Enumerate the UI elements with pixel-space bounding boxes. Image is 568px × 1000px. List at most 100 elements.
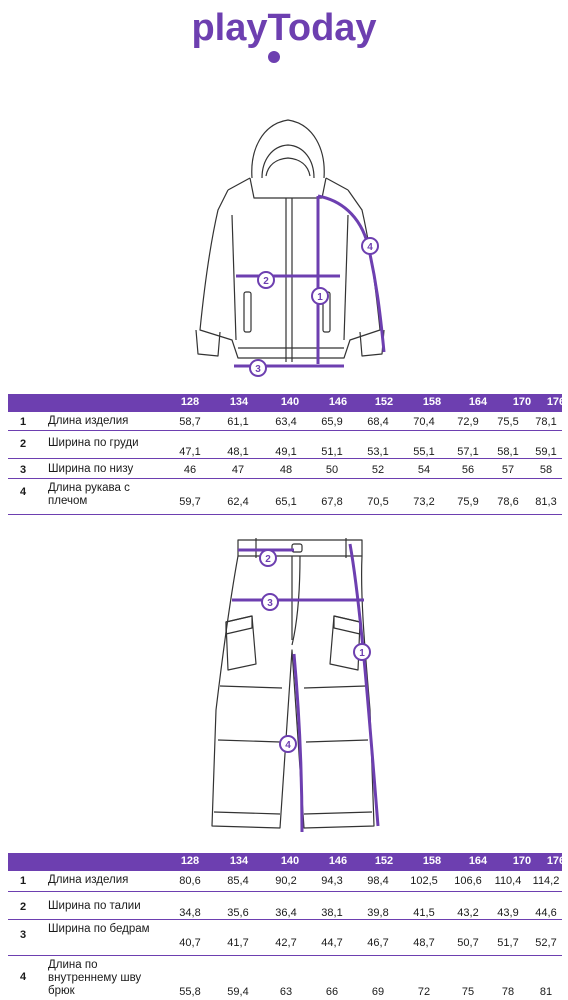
row-value: 81 bbox=[539, 986, 553, 998]
row-value: 72 bbox=[417, 986, 431, 998]
row-value: 75,5 bbox=[497, 416, 519, 428]
size-col: 164 bbox=[468, 855, 488, 867]
row-value: 35,6 bbox=[227, 907, 249, 919]
jacket-marker-3: 3 bbox=[255, 364, 261, 375]
row-value: 44,6 bbox=[535, 907, 557, 919]
size-col: 140 bbox=[280, 855, 300, 867]
row-value: 54 bbox=[417, 464, 431, 476]
row-value: 39,8 bbox=[367, 907, 389, 919]
row-value: 53,1 bbox=[367, 446, 389, 458]
size-col: 176 bbox=[546, 396, 566, 408]
row-divider bbox=[8, 919, 562, 920]
row-value: 63,4 bbox=[275, 416, 297, 428]
size-col: 134 bbox=[229, 855, 249, 867]
row-label: Ширина по талии bbox=[48, 900, 141, 912]
row-divider bbox=[8, 955, 562, 956]
row-value: 67,8 bbox=[321, 496, 343, 508]
row-value: 73,2 bbox=[413, 496, 435, 508]
size-col: 176 bbox=[546, 855, 566, 867]
size-col: 128 bbox=[180, 855, 200, 867]
row-value: 110,4 bbox=[494, 875, 522, 887]
jacket-marker-1: 1 bbox=[317, 292, 323, 303]
playtoday-logo: playToday bbox=[191, 7, 377, 63]
row-value: 43,9 bbox=[497, 907, 519, 919]
row-value: 75,9 bbox=[457, 496, 479, 508]
row-value: 90,2 bbox=[275, 875, 297, 887]
row-value: 38,1 bbox=[321, 907, 343, 919]
row-value: 98,4 bbox=[367, 875, 389, 887]
brand-logo-text: playToday bbox=[191, 7, 376, 49]
row-value: 70,4 bbox=[413, 416, 435, 428]
row-value: 46 bbox=[183, 464, 197, 476]
row-value: 69 bbox=[371, 986, 385, 998]
row-value: 34,8 bbox=[179, 907, 201, 919]
row-value: 48,7 bbox=[413, 937, 435, 949]
size-col: 170 bbox=[512, 855, 532, 867]
row-value: 63 bbox=[279, 986, 293, 998]
row-value: 52,7 bbox=[535, 937, 557, 949]
row-value: 41,7 bbox=[227, 937, 249, 949]
row-value: 66 bbox=[325, 986, 339, 998]
row-value: 55,1 bbox=[413, 446, 435, 458]
row-value: 72,9 bbox=[457, 416, 479, 428]
row-value: 70,5 bbox=[367, 496, 389, 508]
row-value: 50 bbox=[325, 464, 339, 476]
row-value: 59,4 bbox=[227, 986, 249, 998]
size-col: 158 bbox=[422, 396, 442, 408]
row-value: 65,1 bbox=[275, 496, 297, 508]
row-value: 58,7 bbox=[179, 416, 201, 428]
size-col: 152 bbox=[374, 855, 394, 867]
row-divider bbox=[8, 458, 562, 459]
row-divider bbox=[8, 478, 562, 479]
row-value: 52 bbox=[371, 464, 385, 476]
row-number: 1 bbox=[20, 416, 27, 428]
row-value: 50,7 bbox=[457, 937, 479, 949]
row-value: 55,8 bbox=[179, 986, 201, 998]
row-value: 61,1 bbox=[227, 416, 249, 428]
jacket-drawing: 2 1 3 4 bbox=[195, 119, 386, 377]
row-value: 48,1 bbox=[227, 446, 249, 458]
row-value: 47,1 bbox=[179, 446, 201, 458]
row-value: 40,7 bbox=[179, 937, 201, 949]
logo-dot bbox=[268, 51, 280, 63]
pants-marker-1: 1 bbox=[359, 648, 365, 659]
row-value: 94,3 bbox=[321, 875, 343, 887]
row-value: 102,5 bbox=[410, 875, 438, 887]
row-value: 75 bbox=[461, 986, 475, 998]
row-value: 56 bbox=[461, 464, 475, 476]
row-value: 81,3 bbox=[535, 496, 557, 508]
row-value: 57 bbox=[501, 464, 515, 476]
row-value: 41,5 bbox=[413, 907, 435, 919]
pants-drawing: 2 3 1 4 bbox=[211, 538, 380, 833]
row-value: 80,6 bbox=[179, 875, 201, 887]
size-col: 164 bbox=[468, 396, 488, 408]
pants-marker-4: 4 bbox=[285, 740, 291, 751]
row-value: 51,1 bbox=[321, 446, 343, 458]
row-value: 57,1 bbox=[457, 446, 479, 458]
row-label: Ширина по груди bbox=[48, 437, 139, 449]
row-value: 51,7 bbox=[497, 937, 519, 949]
row-value: 48 bbox=[279, 464, 293, 476]
row-value: 85,4 bbox=[227, 875, 249, 887]
jacket-size-header: 128 134 140 146 152 158 164 170 176 bbox=[8, 394, 565, 412]
jacket-marker-2: 2 bbox=[263, 276, 269, 287]
row-label: Ширина по бедрам bbox=[48, 923, 150, 935]
row-number: 2 bbox=[20, 438, 27, 450]
row-value: 114,2 bbox=[532, 875, 560, 887]
row-value: 59,1 bbox=[535, 446, 557, 458]
row-label: Длина изделия bbox=[48, 874, 129, 886]
row-value: 46,7 bbox=[367, 937, 389, 949]
row-number: 2 bbox=[20, 901, 27, 913]
row-label: Длина рукава с плечом bbox=[48, 482, 130, 507]
row-divider bbox=[8, 430, 562, 431]
row-value: 44,7 bbox=[321, 937, 343, 949]
pants-marker-3: 3 bbox=[267, 598, 273, 609]
size-col: 146 bbox=[328, 855, 348, 867]
row-number: 4 bbox=[20, 486, 27, 498]
row-label: Ширина по низу bbox=[48, 463, 134, 475]
row-value: 42,7 bbox=[275, 937, 297, 949]
row-value: 36,4 bbox=[275, 907, 297, 919]
row-value: 49,1 bbox=[275, 446, 297, 458]
size-col: 134 bbox=[229, 396, 249, 408]
row-divider bbox=[8, 514, 562, 515]
